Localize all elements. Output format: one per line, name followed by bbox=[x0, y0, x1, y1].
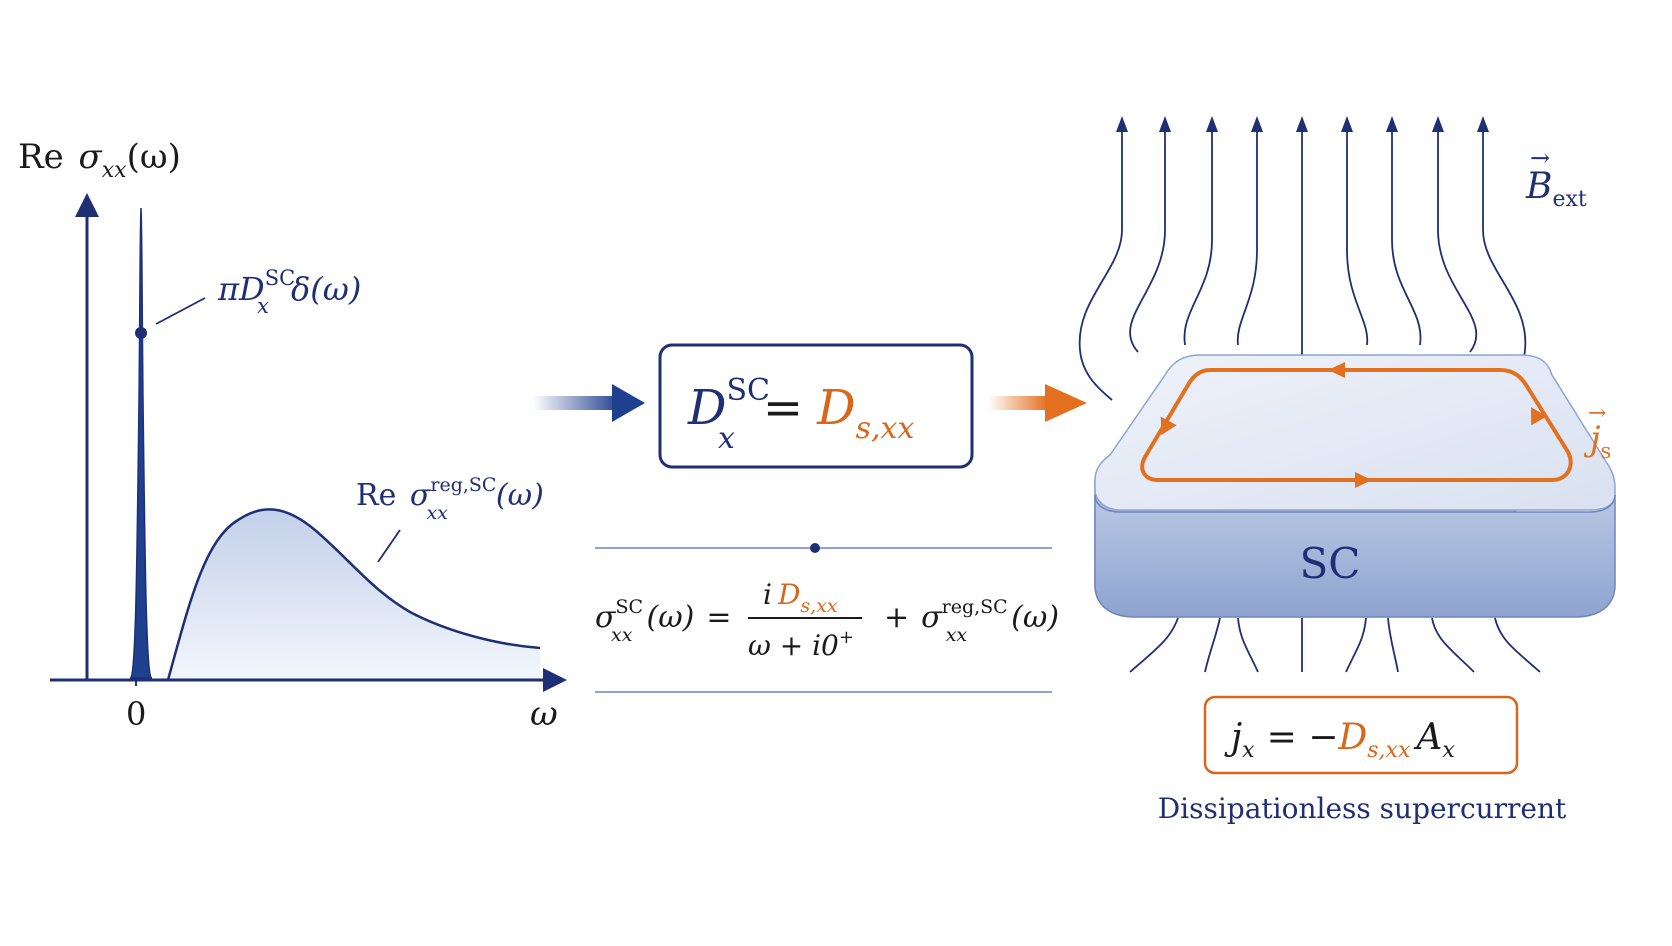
supercurrent-caption: Dissipationless supercurrent bbox=[1158, 792, 1567, 825]
supercurrent-loop bbox=[1140, 368, 1573, 482]
regular-conductivity-area bbox=[168, 509, 540, 680]
external-field-vector-arrow: → bbox=[1530, 144, 1550, 172]
x-axis-label: ω bbox=[530, 694, 558, 734]
supercurrent-vector-arrow: → bbox=[1588, 401, 1606, 426]
delta-label-leader bbox=[155, 297, 206, 325]
y-axis-label: Re σxx(ω) bbox=[18, 137, 181, 183]
london-equation-box bbox=[1203, 695, 1519, 775]
arrow-up-icon bbox=[1386, 116, 1398, 132]
arrow-up-icon bbox=[1206, 116, 1218, 132]
arrow-left-icon bbox=[1328, 362, 1345, 378]
arrow-right-icon bbox=[1355, 472, 1372, 488]
arrow-up-icon bbox=[1251, 116, 1263, 132]
arrow-up-icon bbox=[1531, 407, 1547, 426]
arrow-up-icon bbox=[1159, 116, 1171, 132]
superconductor-slab-front bbox=[1094, 494, 1616, 618]
regular-conductivity-curve bbox=[166, 508, 541, 681]
arrow-up-icon bbox=[1116, 116, 1128, 132]
arrow-up-icon bbox=[1296, 116, 1308, 132]
superconductor-label: SC bbox=[1300, 539, 1361, 588]
external-field-label: Bext bbox=[1525, 166, 1587, 212]
drude-delta-peak bbox=[129, 207, 153, 679]
arrow-right-icon bbox=[533, 396, 621, 410]
field-lines-lower bbox=[1129, 617, 1541, 673]
zero-tick-label: 0 bbox=[126, 695, 146, 733]
superconductor-slab-top bbox=[1094, 354, 1616, 511]
arrow-right-icon bbox=[988, 396, 1048, 410]
kubo-denominator: ω + i0+ bbox=[748, 627, 854, 662]
regular-label-leader bbox=[377, 529, 401, 563]
arrow-down-icon bbox=[1160, 416, 1177, 436]
delta-peak-marker bbox=[135, 327, 147, 339]
field-lines-upper bbox=[1078, 122, 1527, 401]
arrow-up-icon bbox=[1432, 116, 1444, 132]
arrow-up-icon bbox=[1477, 116, 1489, 132]
orange-flow-arrow bbox=[988, 384, 1087, 422]
blue-flow-arrow bbox=[533, 384, 645, 422]
supercurrent-arrows bbox=[1160, 362, 1547, 488]
arrow-up-icon bbox=[1341, 116, 1353, 132]
field-arrowheads bbox=[1116, 116, 1489, 132]
rule-dot bbox=[810, 543, 820, 553]
